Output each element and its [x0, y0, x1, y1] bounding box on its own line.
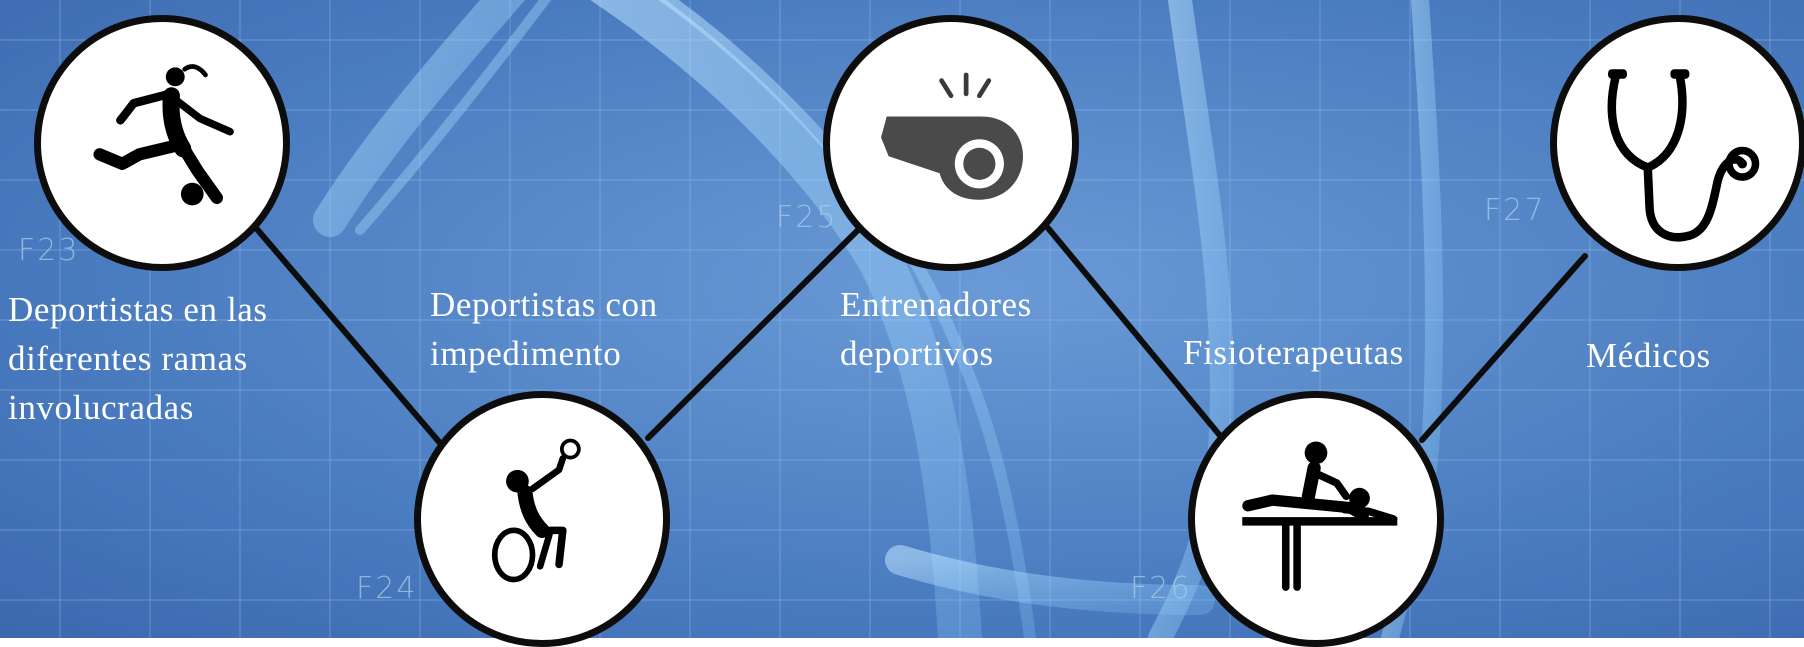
stethoscope-icon — [1607, 69, 1760, 242]
node-label-f27: Médicos — [1586, 336, 1711, 375]
connector-line — [1419, 253, 1588, 443]
node-f27 — [1550, 15, 1804, 271]
node-code-f26: F26 — [1130, 571, 1192, 606]
node-code-f25: F25 — [776, 200, 838, 235]
node-code-f27: F27 — [1484, 193, 1546, 228]
node-code-f23: F23 — [18, 233, 80, 268]
node-f23 — [34, 15, 290, 271]
node-label-f26: Fisioterapeutas — [1183, 333, 1404, 372]
soccer-player-icon — [93, 64, 234, 206]
massage-therapy-icon — [1242, 441, 1398, 591]
node-code-f24: F24 — [356, 571, 418, 606]
node-label-f25: Entrenadores deportivos — [840, 285, 1032, 373]
connector-line — [1045, 225, 1225, 441]
connector-line — [253, 225, 443, 446]
node-f25 — [823, 15, 1079, 271]
whistle-icon — [881, 72, 1024, 200]
node-label-f23: Deportistas en las diferentes ramas invo… — [8, 290, 268, 427]
node-f26 — [1188, 391, 1444, 647]
node-f24 — [414, 391, 670, 647]
node-label-f24: Deportistas con impedimento — [430, 285, 658, 373]
connector-line — [645, 225, 863, 441]
wheelchair-athlete-icon — [491, 438, 581, 583]
